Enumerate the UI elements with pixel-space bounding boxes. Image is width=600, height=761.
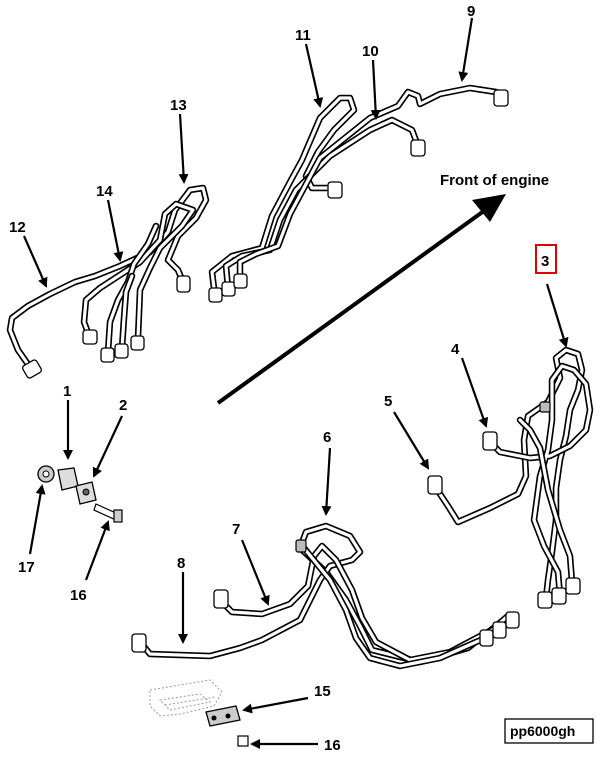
callout-11: 11 xyxy=(295,27,311,44)
figure-code: pp6000gh xyxy=(510,723,575,739)
callout-8: 8 xyxy=(177,555,185,572)
front-of-engine-label: Front of engine xyxy=(440,172,549,189)
upper-left-fittings xyxy=(22,275,191,379)
callout-6: 6 xyxy=(323,429,331,446)
callout-3: 3 xyxy=(541,253,549,270)
right-fittings xyxy=(427,401,581,609)
bottom-bracket xyxy=(149,679,249,747)
callout-2: 2 xyxy=(119,397,127,414)
callout-13: 13 xyxy=(170,97,187,114)
callout-labels: 1 2 3 4 5 6 7 8 9 10 11 12 13 14 15 16 1… xyxy=(9,3,557,754)
callout-16-lower: 16 xyxy=(324,737,341,754)
callout-5: 5 xyxy=(384,393,392,410)
callout-leaders xyxy=(22,17,569,749)
callout-1: 1 xyxy=(63,383,71,400)
callout-7: 7 xyxy=(232,521,240,538)
callout-10: 10 xyxy=(362,43,379,60)
clamp-hardware xyxy=(37,465,123,523)
figure-code-box: pp6000gh xyxy=(504,718,594,744)
callout-17: 17 xyxy=(18,559,35,576)
callout-9: 9 xyxy=(467,3,475,20)
callout-12: 12 xyxy=(9,219,26,236)
right-tube-set xyxy=(432,346,594,602)
callout-4: 4 xyxy=(451,341,460,358)
callout-14: 14 xyxy=(96,183,113,200)
upper-middle-tube-set xyxy=(208,84,506,300)
front-direction-arrow xyxy=(216,194,506,405)
callout-16-upper: 16 xyxy=(70,587,87,604)
callout-3-highlight-box xyxy=(535,244,557,274)
upper-left-tube-set xyxy=(6,184,210,374)
lower-tube-set xyxy=(136,522,512,670)
upper-middle-fittings xyxy=(208,89,509,303)
lower-fittings xyxy=(131,539,520,653)
callout-15: 15 xyxy=(314,683,331,700)
